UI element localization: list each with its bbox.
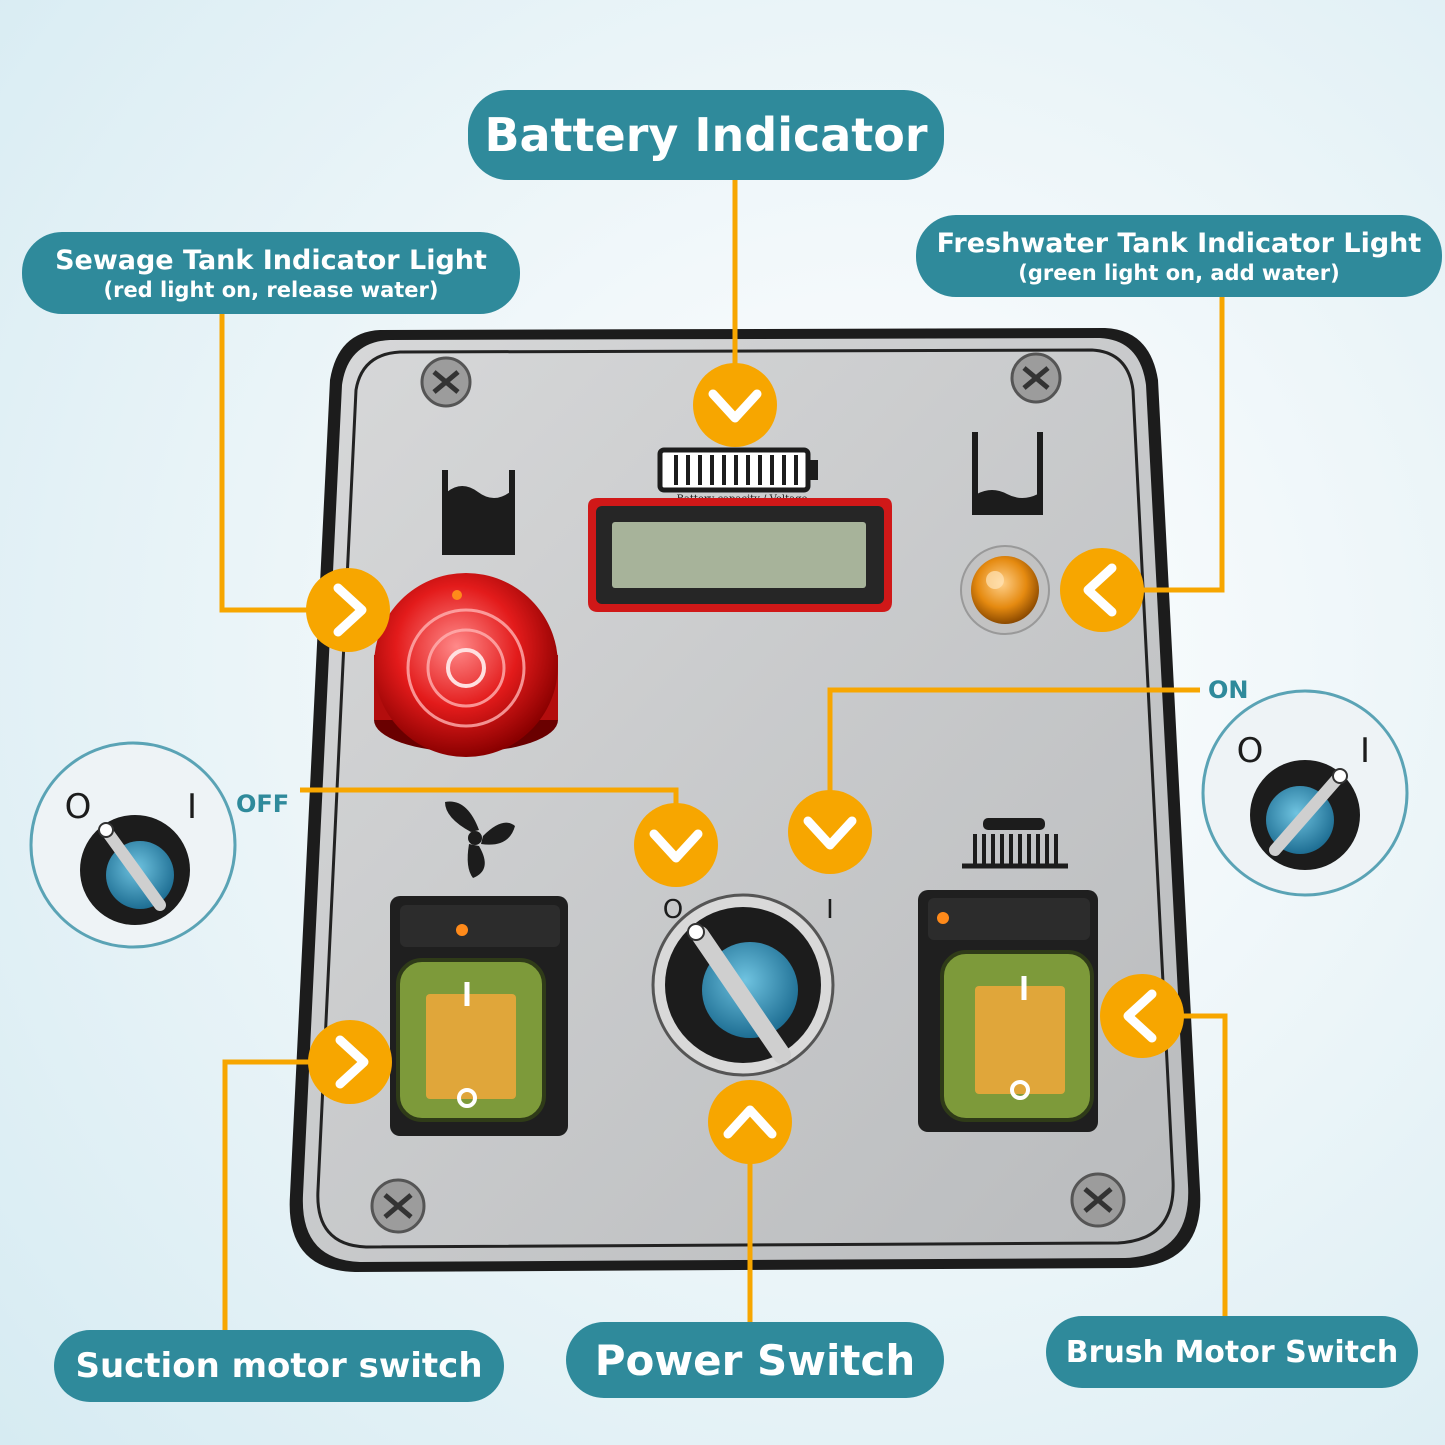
brush-motor-callout: Brush Motor Switch — [1046, 1316, 1418, 1388]
chevron-down-icon — [634, 803, 718, 887]
suction-motor-title: Suction motor switch — [75, 1346, 483, 1386]
suction-motor-callout: Suction motor switch — [54, 1330, 504, 1402]
screw-icon — [370, 1178, 426, 1234]
sewage-tank-callout: Sewage Tank Indicator Light (red light o… — [22, 232, 520, 314]
brush-motor-switch[interactable] — [918, 890, 1098, 1132]
screw-icon — [1010, 352, 1062, 404]
sewage-tank-title: Sewage Tank Indicator Light — [55, 244, 487, 276]
sewage-tank-icon — [442, 470, 515, 555]
suction-motor-switch[interactable] — [390, 896, 568, 1136]
on-inset-mark-o: O — [1237, 731, 1264, 771]
chevron-up-icon — [708, 1080, 792, 1164]
on-label: ON — [1208, 676, 1249, 704]
off-state-inset — [29, 741, 237, 949]
off-inset-mark-i: I — [187, 787, 197, 827]
freshwater-tank-callout: Freshwater Tank Indicator Light (green l… — [916, 215, 1442, 297]
chevron-right-icon — [306, 568, 390, 652]
freshwater-tank-subtitle: (green light on, add water) — [1018, 260, 1340, 285]
freshwater-tank-icon — [972, 432, 1043, 515]
freshwater-indicator-light — [960, 545, 1050, 635]
battery-indicator-callout: Battery Indicator — [468, 90, 944, 180]
brush-motor-title: Brush Motor Switch — [1065, 1334, 1399, 1370]
chevron-left-icon — [1060, 548, 1144, 632]
battery-display — [588, 498, 892, 612]
power-mark-off: O — [663, 895, 683, 925]
screw-icon — [1070, 1172, 1126, 1228]
power-mark-on: I — [826, 895, 834, 925]
chevron-right-icon — [308, 1020, 392, 1104]
battery-indicator-title: Battery Indicator — [484, 108, 928, 162]
power-switch-knob[interactable] — [651, 893, 835, 1077]
chevron-down-icon — [693, 363, 777, 447]
battery-icon — [657, 447, 818, 493]
sewage-tank-subtitle: (red light on, release water) — [103, 277, 439, 302]
screw-icon — [420, 356, 472, 408]
off-inset-mark-o: O — [65, 787, 92, 827]
on-inset-mark-i: I — [1360, 731, 1370, 771]
off-label: OFF — [236, 790, 290, 818]
brush-icon — [962, 818, 1068, 869]
fan-icon — [445, 801, 515, 878]
power-switch-callout: Power Switch — [566, 1322, 944, 1398]
on-state-inset — [1201, 689, 1409, 897]
freshwater-tank-title: Freshwater Tank Indicator Light — [936, 227, 1422, 259]
power-switch-title: Power Switch — [594, 1335, 916, 1385]
chevron-down-icon — [788, 790, 872, 874]
chevron-left-icon — [1100, 974, 1184, 1058]
sewage-indicator-light — [374, 573, 558, 757]
